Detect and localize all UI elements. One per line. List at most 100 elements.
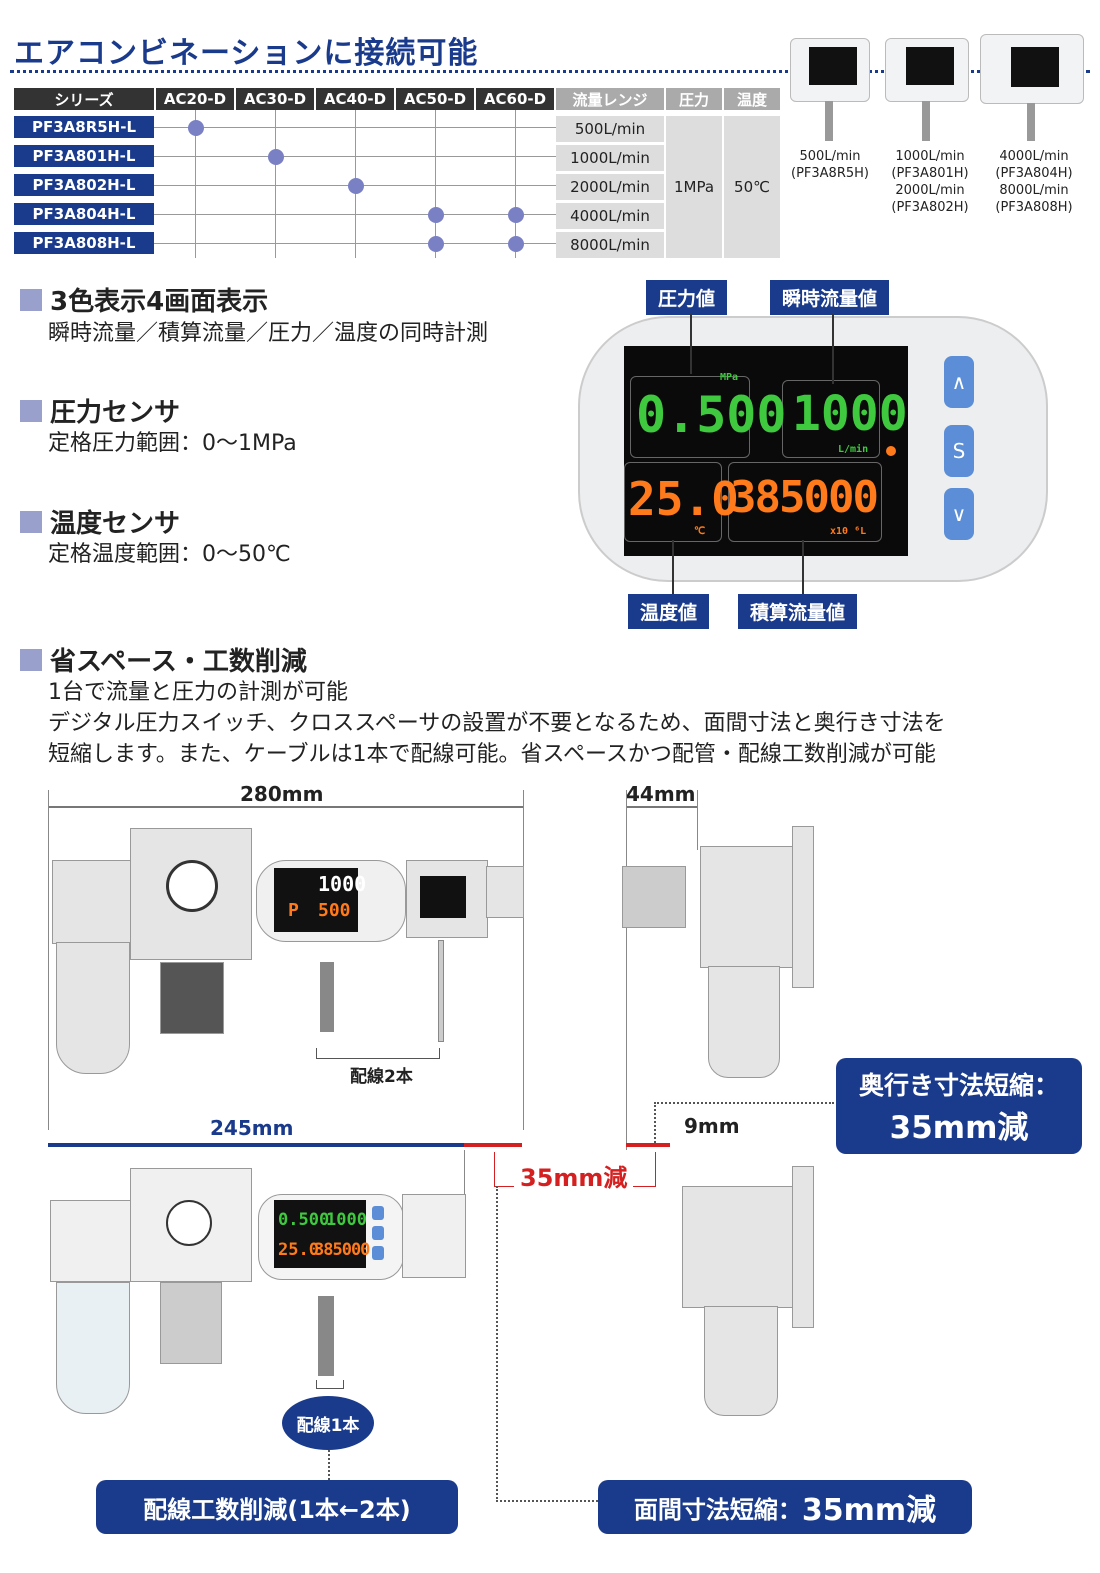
new-up-button[interactable] (372, 1206, 384, 1220)
col-line (435, 110, 436, 258)
side-new-body (682, 1186, 794, 1308)
header-model: AC60-D (476, 88, 554, 110)
pressure-cell: 1MPa (666, 116, 722, 258)
flow-cell: 8000L/min (556, 232, 664, 258)
new-down-button[interactable] (372, 1246, 384, 1260)
old-filter-bowl (56, 942, 130, 1074)
tag-temp: 温度値 (628, 594, 710, 629)
feature-heading: 3色表示4画面表示 (20, 281, 268, 318)
product-label-3: 4000L/min(PF3A804H)8000L/min(PF3A808H) (995, 149, 1073, 215)
set-button[interactable]: S (944, 425, 974, 477)
feature-text: 定格温度範囲：0～50℃ (48, 542, 291, 567)
old-regulator-knob (160, 962, 224, 1034)
side-new-bowl (704, 1306, 778, 1416)
new-set-button[interactable] (372, 1226, 384, 1240)
feature-text: デジタル圧力スイッチ、クロススペーサの設置が不要となるため、面間寸法と奥行き寸法… (48, 711, 946, 736)
display-screen: 0.500 MPa 1000 L/min 25.0 ℃ 385000 x10 ⁶… (624, 346, 908, 556)
wiring-1-label: 配線1本 (282, 1396, 374, 1450)
new-flow-display: 0.500 1000 25.0 385000 (274, 1200, 370, 1268)
row-model: PF3A808H-L (14, 232, 154, 254)
tag-flow: 瞬時流量値 (770, 280, 890, 315)
flow-value: 1000 (792, 386, 908, 442)
leader-line (690, 314, 692, 374)
dim-280: 280mm (240, 782, 324, 806)
dim-line-245 (48, 1143, 464, 1147)
dim-245: 245mm (210, 1116, 294, 1140)
side-old-bowl (708, 966, 780, 1078)
dim-line-280 (48, 806, 524, 808)
feature-text: 短縮します。また、ケーブルは1本で配線可能。省スペースかつ配管・配線工数削減が可… (48, 742, 936, 767)
row-model: PF3A802H-L (14, 174, 154, 196)
header-model: AC50-D (396, 88, 474, 110)
product-image-1 (790, 38, 870, 141)
flow-cell: 500L/min (556, 116, 664, 142)
cable-1 (320, 962, 334, 1032)
ext-line (697, 790, 698, 850)
compat-dot (188, 120, 204, 136)
dim-line-35 (464, 1143, 522, 1147)
pressure-value: 0.500 (636, 386, 787, 444)
down-button[interactable]: ∨ (944, 488, 974, 540)
cable-2 (438, 940, 444, 1042)
dim-44: 44mm (626, 782, 696, 806)
old-flow-display: 1000 P 500 (274, 868, 366, 932)
ext-line (523, 790, 524, 1130)
face-dotted-leader (496, 1186, 498, 1502)
side-old-switch (622, 866, 686, 928)
wiring-bracket (316, 1048, 440, 1059)
face-dotted-leader (496, 1500, 598, 1502)
side-new-bracket (792, 1166, 814, 1328)
old-outlet (486, 866, 524, 918)
old-filter-body (52, 860, 134, 944)
temp-unit: ℃ (694, 526, 706, 537)
tag-pressure: 圧力値 (646, 280, 728, 315)
dim-9: 9mm (684, 1114, 740, 1138)
new-cable (318, 1296, 334, 1376)
dim-line-44 (626, 806, 698, 808)
side-old-bracket (792, 826, 814, 988)
product-label-2: 1000L/min(PF3A801H)2000L/min(PF3A802H) (891, 149, 969, 215)
feature-text: 瞬時流量／積算流量／圧力／温度の同時計測 (48, 321, 489, 346)
face-reduction-box: 面間寸法短縮：35mm減 (598, 1480, 972, 1534)
compat-dot (268, 149, 284, 165)
col-line (195, 110, 196, 258)
leader-line (672, 540, 674, 594)
feature-heading: 省スペース・工数削減 (20, 641, 307, 678)
temp-value: 25.0 (628, 472, 739, 526)
flow-unit: L/min (838, 444, 869, 455)
wiring-2-label: 配線2本 (350, 1067, 413, 1087)
pressure-gauge-icon (166, 1200, 212, 1246)
dim-line-9 (626, 1143, 670, 1147)
leader-line (832, 314, 834, 384)
compatibility-table: シリーズ AC20-D AC30-D AC40-D AC50-D AC60-D … (14, 88, 780, 258)
accum-unit: x10 ⁶L (830, 526, 867, 537)
compat-dot (348, 178, 364, 194)
col-line (275, 110, 276, 258)
header-flow: 流量レンジ (556, 88, 664, 110)
temp-cell: 50℃ (724, 116, 780, 258)
row-model: PF3A804H-L (14, 203, 154, 225)
product-label-1: 500L/min(PF3A8R5H) (791, 149, 869, 181)
product-image-2 (885, 38, 969, 141)
accum-value: 385000 (730, 472, 879, 523)
flow-status-icon (886, 446, 896, 456)
new-filter-body (50, 1200, 132, 1282)
pressure-unit: MPa (720, 372, 739, 383)
flow-cell: 4000L/min (556, 203, 664, 229)
row-model: PF3A801H-L (14, 145, 154, 167)
depth-reduction-box: 奥行き寸法短縮： 35mm減 (836, 1058, 1082, 1154)
feature-heading: 温度センサ (20, 503, 180, 540)
depth-dotted-leader (654, 1102, 656, 1146)
side-old-body (700, 846, 794, 968)
header-series: シリーズ (14, 88, 154, 110)
header-model: AC30-D (236, 88, 314, 110)
product-image-3 (980, 34, 1084, 141)
compat-dot (428, 236, 444, 252)
col-line (515, 110, 516, 258)
header-model: AC40-D (316, 88, 394, 110)
up-button[interactable]: ∧ (944, 356, 974, 408)
reduction-label: 35mm減 (514, 1158, 634, 1193)
old-pressure-display (420, 876, 466, 918)
wiring-dotted-leader (328, 1450, 330, 1480)
page-title: エアコンビネーションに接続可能 (14, 36, 479, 71)
